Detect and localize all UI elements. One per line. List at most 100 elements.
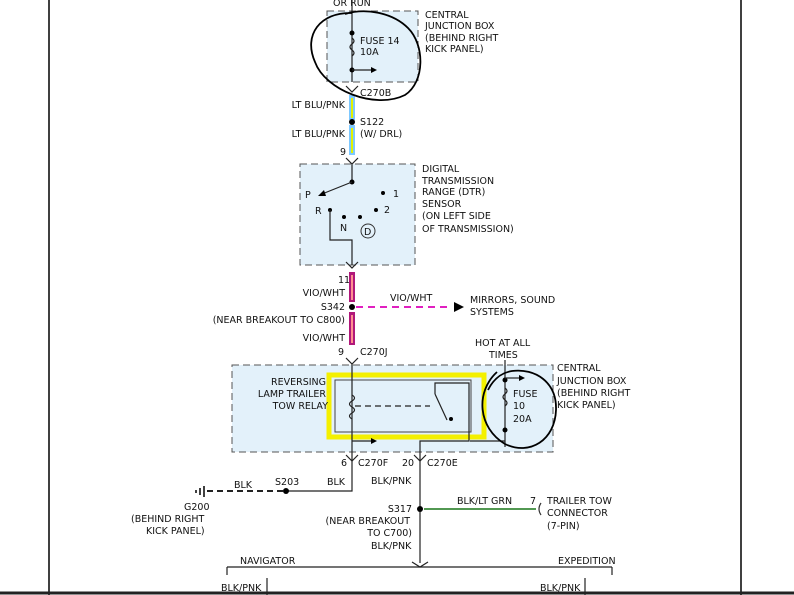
splice-s317-dot bbox=[417, 506, 423, 512]
fuse14-top-terminal bbox=[349, 30, 355, 36]
dtr-input-connector-icon bbox=[345, 157, 359, 165]
dtr-contact-n bbox=[342, 215, 346, 219]
splice-s317-label: S317 bbox=[388, 504, 412, 515]
dtr-reverse-output-wire bbox=[329, 210, 353, 265]
trailer-connector-icon bbox=[538, 502, 542, 516]
dtr-pos-r: R bbox=[315, 206, 322, 217]
dtr-contact-d bbox=[358, 215, 362, 219]
c270f-label: C270F bbox=[358, 458, 388, 469]
split-junction-icon bbox=[411, 561, 429, 568]
blk-pnk-below-label: BLK/PNK bbox=[371, 541, 412, 552]
fuse10-top-terminal bbox=[502, 377, 508, 383]
c270b-connector-icon bbox=[345, 85, 359, 93]
blk-right-label: BLK bbox=[327, 477, 346, 488]
splice-s342-label: S342 bbox=[321, 302, 345, 313]
annotation-circle-bottom-fuse bbox=[481, 369, 557, 449]
dtr-switch-arrow-icon bbox=[318, 190, 326, 196]
dtr-pos-n: N bbox=[340, 223, 347, 234]
hot-at-all-line2: TIMES bbox=[488, 350, 518, 361]
mirrors-label-line2: SYSTEMS bbox=[470, 307, 514, 318]
splice-s203-dot bbox=[283, 488, 289, 494]
splice-s342-note: (NEAR BREAKOUT TO C800) bbox=[213, 315, 345, 326]
relay-switch-arm bbox=[434, 393, 448, 421]
fuse14-label: FUSE 14 bbox=[360, 36, 400, 47]
splice-s342-dot bbox=[349, 304, 355, 310]
mirrors-arrow-icon bbox=[454, 302, 464, 312]
dtr-pos-d: D bbox=[364, 227, 371, 238]
annotation-circle-top-fuse bbox=[310, 10, 422, 101]
branch-color-label: VIO/WHT bbox=[390, 293, 433, 304]
g200-note-line2: KICK PANEL) bbox=[146, 526, 205, 537]
dtr-line3: RANGE (DTR) bbox=[422, 187, 485, 198]
expedition-title: EXPEDITION bbox=[558, 556, 616, 567]
cjb-bottom-line3: (BEHIND RIGHT bbox=[557, 388, 631, 399]
cjb-top-line3: (BEHIND RIGHT bbox=[425, 33, 499, 44]
wire2-note: (W/ DRL) bbox=[360, 129, 402, 140]
dtr-pos-2: 2 bbox=[384, 205, 390, 216]
dtr-switch-arm bbox=[321, 181, 353, 195]
cjb-top-line4: KICK PANEL) bbox=[425, 44, 484, 55]
trailer-line3: (7-PIN) bbox=[547, 521, 580, 532]
trailer-line2: CONNECTOR bbox=[547, 508, 608, 519]
dtr-contact-1 bbox=[381, 191, 385, 195]
relay-switch-output-wire bbox=[419, 382, 470, 462]
splice-s122-dot bbox=[349, 119, 355, 125]
fuse14-arrow-icon bbox=[371, 67, 377, 73]
wire3-pin: 11 bbox=[338, 275, 350, 286]
cjb-top-line2: JUNCTION BOX bbox=[424, 21, 495, 32]
splice-s317-note1: (NEAR BREAKOUT bbox=[326, 516, 411, 527]
cjb-bottom-line4: KICK PANEL) bbox=[557, 400, 616, 411]
splice-s122-label: S122 bbox=[360, 117, 384, 128]
fuse10-bottom-terminal bbox=[502, 427, 508, 433]
dtr-drive-circle-icon bbox=[360, 223, 376, 239]
dtr-line5: (ON LEFT SIDE bbox=[422, 211, 491, 222]
relay-line2: LAMP TRAILER bbox=[258, 389, 327, 400]
navigator-wire-label: BLK/PNK bbox=[221, 583, 262, 594]
wire-vio-wht-1-stripe bbox=[351, 275, 353, 300]
splice-s203-label: S203 bbox=[275, 477, 299, 488]
g200-label: G200 bbox=[184, 502, 210, 513]
hot-at-all-line1: HOT AT ALL bbox=[475, 338, 531, 349]
relay-highlight bbox=[326, 372, 487, 440]
fuse10-line1: FUSE bbox=[513, 389, 537, 400]
wire4-color-label: VIO/WHT bbox=[303, 333, 346, 344]
wire4-pin: 9 bbox=[338, 347, 344, 358]
relay-switch-contact bbox=[449, 417, 453, 421]
wire-vio-wht-2-stripe bbox=[351, 315, 353, 343]
wire1-color-label: LT BLU/PNK bbox=[292, 100, 346, 111]
c270e-connector-icon bbox=[413, 454, 427, 462]
dtr-pos-p: P bbox=[305, 190, 311, 201]
mirrors-label-line1: MIRRORS, SOUND bbox=[470, 295, 555, 306]
wire3-color-label: VIO/WHT bbox=[303, 288, 346, 299]
relay-line3: TOW RELAY bbox=[272, 401, 329, 412]
relay-box bbox=[334, 379, 472, 433]
c270j-label: C270J bbox=[360, 347, 388, 358]
dtr-contact-2 bbox=[374, 208, 378, 212]
dtr-line6: OF TRANSMISSION) bbox=[422, 224, 514, 235]
relay-line1: REVERSING bbox=[271, 377, 326, 388]
cjb-top-line1: CENTRAL bbox=[425, 10, 469, 21]
blk-pnk-above-label: BLK/PNK bbox=[371, 476, 412, 487]
wire-lt-blu-pnk-2-stripe bbox=[351, 128, 353, 153]
c270e-label: C270E bbox=[427, 458, 458, 469]
trailer-pin: 7 bbox=[530, 496, 536, 507]
trailer-line1: TRAILER TOW bbox=[546, 496, 613, 507]
expedition-wire-label: BLK/PNK bbox=[540, 583, 581, 594]
fuse14-symbol bbox=[349, 37, 355, 57]
relay-ground-arrow-icon bbox=[371, 438, 377, 444]
wire2-color-label: LT BLU/PNK bbox=[292, 129, 346, 140]
blk-lt-grn-label: BLK/LT GRN bbox=[457, 496, 512, 507]
c270e-pin: 20 bbox=[402, 458, 414, 469]
dtr-line2: TRANSMISSION bbox=[421, 176, 494, 187]
cjb-bottom-line2: JUNCTION BOX bbox=[556, 376, 627, 387]
wire2-pin: 9 bbox=[340, 147, 346, 158]
blk-left-label: BLK bbox=[234, 480, 253, 491]
fuse10-line2: 10 bbox=[513, 401, 525, 412]
navigator-title: NAVIGATOR bbox=[240, 556, 296, 567]
dtr-output-connector-icon bbox=[345, 261, 359, 269]
dtr-pos-1: 1 bbox=[393, 189, 399, 200]
wire-lt-blu-pnk-1-stripe bbox=[351, 98, 353, 118]
c270f-connector-icon bbox=[345, 454, 359, 462]
